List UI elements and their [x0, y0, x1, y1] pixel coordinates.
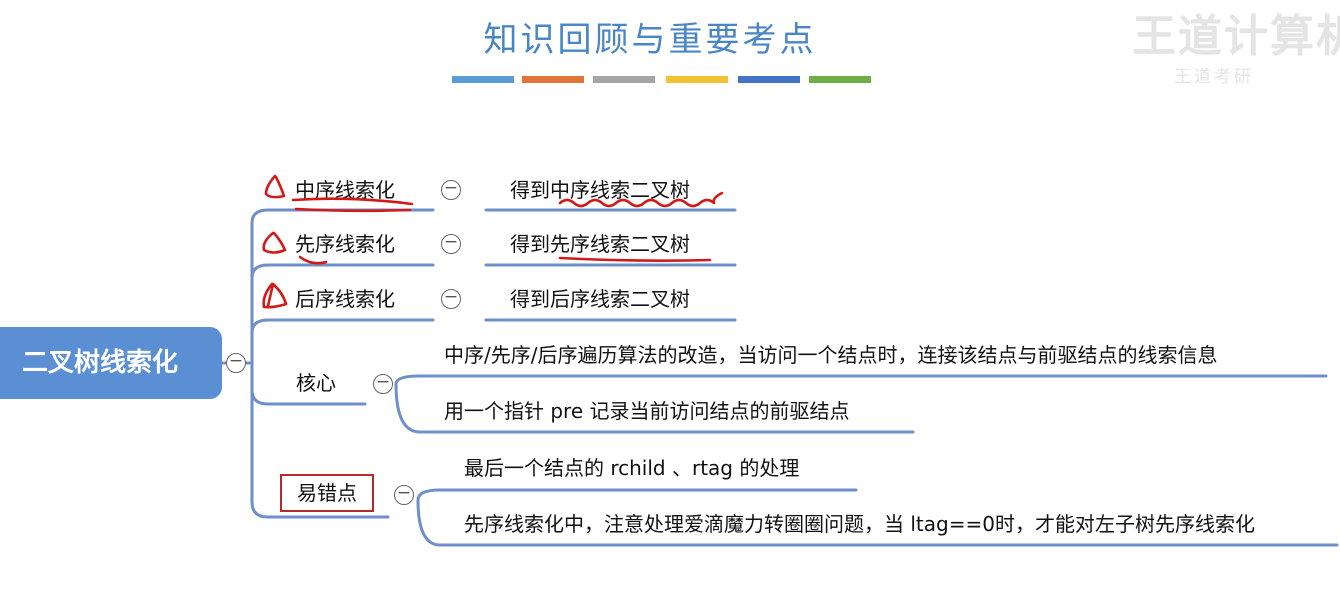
- title-bar-1: [452, 76, 514, 83]
- connector-core-split: [394, 374, 1328, 434]
- leaf-postorder-result[interactable]: 得到后序线索二叉树: [510, 287, 690, 311]
- branch-preorder-thread[interactable]: 先序线索化: [295, 232, 395, 256]
- title-bar-5: [738, 76, 800, 83]
- leaf-preorder-result[interactable]: 得到先序线索二叉树: [510, 232, 690, 256]
- connector-branch-2: [250, 263, 435, 280]
- branch-core[interactable]: 核心: [296, 371, 336, 395]
- leaf-core-2[interactable]: 用一个指针 pre 记录当前访问结点的前驱结点: [444, 399, 850, 423]
- leaf-inorder-result[interactable]: 得到中序线索二叉树: [510, 178, 690, 202]
- brand-watermark: 王道计算机 王道考研: [1132, 0, 1340, 95]
- collapse-toggle-core[interactable]: −: [373, 374, 393, 394]
- title-bar-4: [666, 76, 728, 83]
- collapse-toggle-pitfalls[interactable]: −: [394, 485, 414, 505]
- connector-branch-5: [250, 500, 390, 519]
- collapse-toggle-inorder[interactable]: −: [441, 180, 461, 200]
- leaf-core-1[interactable]: 中序/先序/后序遍历算法的改造，当访问一个结点时，连接该结点与前驱结点的线索信息: [444, 343, 1218, 367]
- collapse-toggle-preorder[interactable]: −: [441, 234, 461, 254]
- connector-branch-1: [250, 208, 435, 225]
- title-bar-3: [593, 76, 655, 83]
- collapse-toggle-root[interactable]: −: [226, 353, 246, 373]
- watermark-line-1: 王道计算机: [1132, 11, 1340, 62]
- root-node[interactable]: 二叉树线索化: [0, 327, 222, 399]
- title-bar-2: [522, 76, 584, 83]
- connector-error-split: [416, 488, 1339, 547]
- title-bar-6: [809, 76, 871, 83]
- branch-pitfalls[interactable]: 易错点: [280, 474, 374, 512]
- connector-branch-4: [250, 388, 367, 406]
- connector-branch-3: [250, 318, 435, 335]
- leaf-pitfall-1[interactable]: 最后一个结点的 rchild 、rtag 的处理: [464, 456, 800, 480]
- leaf-pitfall-2[interactable]: 先序线索化中，注意处理爱滴魔力转圈圈问题，当 ltag==0时，才能对左子树先序…: [464, 512, 1255, 536]
- branch-inorder-thread[interactable]: 中序线索化: [295, 178, 395, 202]
- collapse-toggle-postorder[interactable]: −: [441, 289, 461, 309]
- watermark-line-2: 王道考研: [1174, 67, 1254, 87]
- branch-postorder-thread[interactable]: 后序线索化: [295, 287, 395, 311]
- page-title: 知识回顾与重要考点: [483, 20, 817, 60]
